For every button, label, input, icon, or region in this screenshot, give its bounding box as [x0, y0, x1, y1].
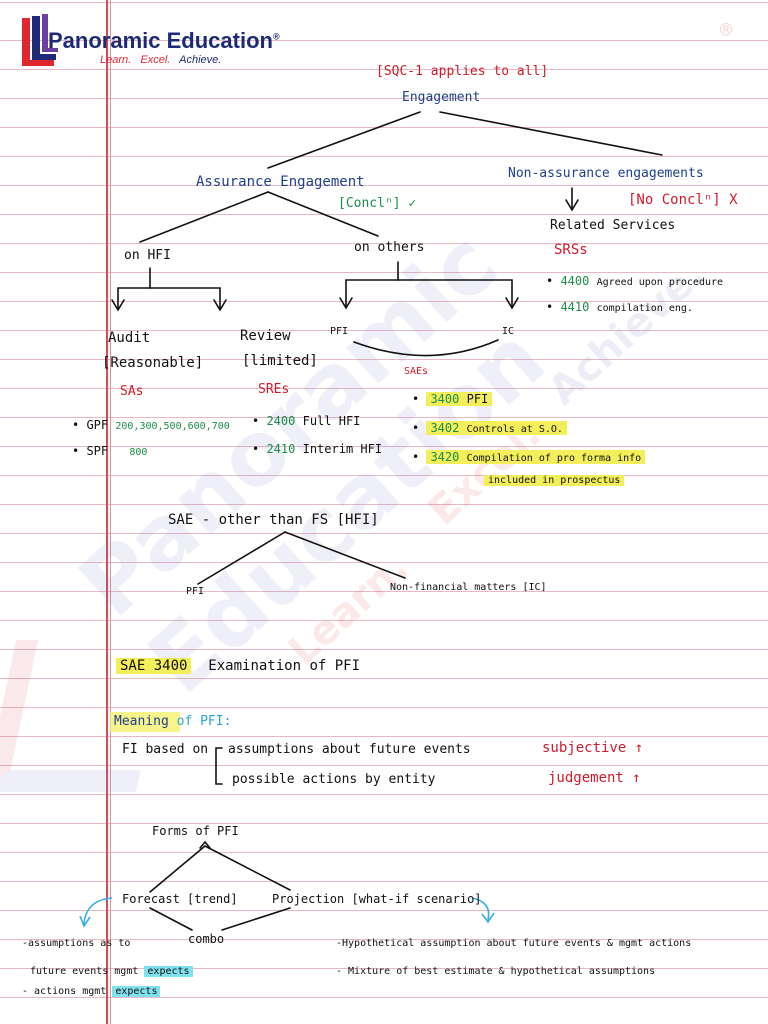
forms-of-pfi: Forms of PFI	[152, 824, 239, 838]
curve-forecast-notes	[83, 897, 113, 925]
projection-note-1: -Hypothetical assumption about future ev…	[336, 938, 692, 949]
sae-item-3402: • 3402 Controls at S.O.	[412, 421, 567, 435]
line-to-on-hfi	[139, 191, 269, 243]
margin-line-inner	[110, 0, 111, 1024]
line-forecast-combo	[149, 907, 193, 931]
fi-based-on: FI based on	[122, 742, 209, 757]
sre-item-2400: • 2400 Full HFI	[252, 414, 361, 428]
non-assurance-engagements: Non-assurance engagements	[508, 166, 704, 181]
projection-note-2: - Mixture of best estimate & hypothetica…	[336, 966, 656, 977]
arrow-to-ic	[397, 279, 513, 307]
sae-heading: SAE - other than FS [HFI]	[168, 512, 379, 528]
arrowhead-related-services	[565, 199, 579, 212]
arrowhead-review	[213, 299, 227, 312]
non-financial-matters: Non-financial matters [IC]	[390, 582, 547, 593]
sqc-note: [SQC-1 applies to all]	[376, 64, 549, 79]
saes-label: SAEs	[404, 366, 429, 377]
projection-label: Projection [what-if scenario]	[272, 892, 482, 906]
arrowhead-pfi	[339, 297, 353, 310]
sae-item-3420-cont: included in prospectus	[484, 475, 625, 486]
assurance-conclusion: [Conclⁿ] ✓	[338, 196, 417, 211]
forecast-note-1: -assumptions as to	[22, 938, 131, 949]
line-to-non-assurance	[439, 111, 663, 156]
bracket-meaning	[215, 747, 223, 785]
related-services: Related Services	[550, 218, 676, 233]
line-to-assurance	[267, 111, 421, 169]
pfi-branch: PFI	[330, 326, 349, 337]
brand-logo-mark-icon	[22, 14, 58, 66]
sre-item-2410: • 2410 Interim HFI	[252, 442, 383, 456]
registered-mark-watermark: ®	[720, 18, 733, 42]
brand-name: Panoramic Education®	[48, 28, 280, 53]
srs-item-4410: • 4410 compilation eng.	[546, 300, 693, 314]
margin-line	[106, 0, 108, 1024]
arrowhead-audit	[111, 299, 125, 312]
arrowhead-forecast-notes	[79, 915, 91, 928]
ic-branch: IC	[502, 326, 515, 337]
reasonable-label: [Reasonable]	[102, 355, 204, 371]
review-label: Review	[240, 328, 291, 344]
line-to-forecast	[149, 845, 206, 893]
forecast-label: Forecast [trend]	[122, 892, 238, 906]
line-to-sae-pfi	[197, 531, 286, 585]
arrow-to-audit	[117, 267, 151, 309]
assurance-engagement: Assurance Engagement	[196, 174, 365, 190]
forecast-note-2: future events mgmt expects	[30, 966, 193, 977]
combo-label: combo	[188, 932, 225, 946]
limited-label: [limited]	[242, 353, 318, 369]
judgement-note: judgement ↑	[548, 770, 641, 786]
sas-label: SAs	[120, 384, 144, 399]
spf-row: • SPF 800	[72, 444, 148, 458]
engagement-title: Engagement	[402, 90, 481, 105]
audit-label: Audit	[108, 330, 151, 346]
arrowhead-projection-notes	[481, 912, 495, 924]
line-projection-combo	[221, 907, 291, 931]
sae-item-3400: • 3400 PFI	[412, 392, 493, 406]
subjective-note: subjective ↑	[542, 740, 644, 756]
sae-item-3420: • 3420 Compilation of pro forma info	[412, 450, 646, 464]
sres-label: SREs	[258, 382, 290, 397]
gpf-row: • GPF 200,300,500,600,700	[72, 418, 230, 432]
srss-label: SRSs	[554, 242, 588, 258]
curve-projection-notes	[471, 897, 490, 921]
on-hfi: on HFI	[124, 248, 171, 263]
meaning-highlight	[110, 712, 180, 732]
forms-link	[199, 840, 211, 849]
arrow-to-review	[149, 287, 221, 309]
sae-pfi: PFI	[186, 586, 205, 597]
possible-actions-line: possible actions by entity	[232, 772, 436, 787]
brand-tagline: Learn. Excel. Achieve.	[100, 54, 222, 66]
arrowhead-ic	[505, 297, 519, 310]
meaning-of-pfi: Meaning of PFI:	[114, 714, 232, 729]
assumptions-line: assumptions about future events	[228, 742, 471, 757]
srs-item-4400: • 4400 Agreed upon procedure	[546, 274, 724, 288]
sae-3400-heading: SAE 3400 Examination of PFI	[116, 658, 360, 674]
line-to-on-others	[267, 191, 379, 237]
on-others: on others	[354, 240, 425, 255]
non-assurance-conclusion: [No Conclⁿ] X	[628, 192, 738, 208]
arc-pfi-ic	[353, 339, 499, 357]
line-to-projection	[204, 845, 291, 891]
forecast-note-3: - actions mgmt expects	[22, 986, 161, 997]
arrow-to-pfi	[345, 261, 399, 307]
line-to-non-financial	[284, 531, 406, 579]
